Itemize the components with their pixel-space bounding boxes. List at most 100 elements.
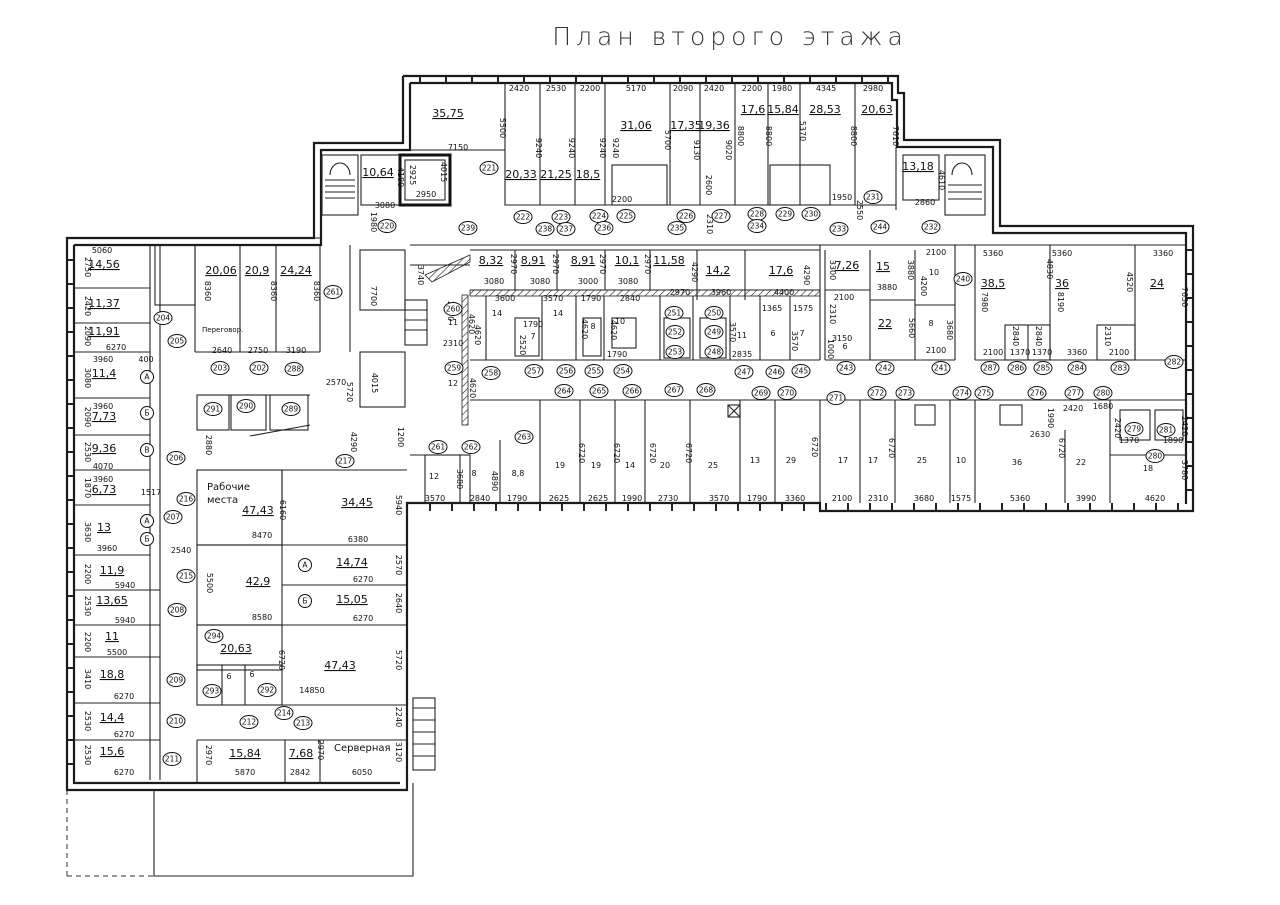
room-number-bubble: 228 bbox=[747, 207, 767, 221]
bubble-outline bbox=[281, 402, 301, 416]
bubble-outline bbox=[162, 752, 182, 766]
dimension-label: 3080 bbox=[530, 277, 550, 286]
dimension-label: 2200 bbox=[580, 84, 600, 93]
vertical-dimension-label: 4015 bbox=[370, 373, 379, 393]
dimension-label: 2420 bbox=[704, 84, 724, 93]
vertical-dimension-label: 2970 bbox=[643, 254, 652, 274]
dimension-label: 3960 bbox=[711, 288, 731, 297]
dimension-label: 2100 bbox=[832, 494, 852, 503]
bubble-outline bbox=[513, 210, 533, 224]
dimension-label: 3570 bbox=[709, 494, 729, 503]
room-number-bubble: 223 bbox=[551, 210, 571, 224]
dimension-label: 1890 bbox=[1163, 436, 1183, 445]
room-area-label: 11,91 bbox=[88, 325, 120, 338]
dimension-label: 6380 bbox=[348, 535, 368, 544]
dimension-label: 5170 bbox=[626, 84, 646, 93]
svg-text:A: A bbox=[302, 561, 308, 570]
bubble-number: 280 bbox=[1148, 452, 1163, 461]
bubble-outline bbox=[1093, 386, 1113, 400]
window-marks bbox=[67, 76, 1193, 765]
vertical-dimension-label: 3410 bbox=[83, 669, 92, 689]
bubble-number: 293 bbox=[205, 687, 220, 696]
vertical-dimension-label: 5500 bbox=[498, 118, 507, 138]
dimension-label: 2640 bbox=[212, 346, 232, 355]
vertical-dimension-label: 2530 bbox=[83, 745, 92, 765]
bubble-outline bbox=[444, 361, 464, 375]
bubble-number: 217 bbox=[338, 457, 353, 466]
vertical-dimension-label: 3680 bbox=[455, 469, 464, 489]
vertical-dimension-label: 4620 bbox=[473, 325, 482, 345]
vertical-dimension-label: 2200 bbox=[83, 564, 92, 584]
room-area-label: 22 bbox=[878, 317, 892, 330]
vertical-dimension-label: 9020 bbox=[724, 140, 733, 160]
dimension-label: 2100 bbox=[834, 293, 854, 302]
bubble-outline bbox=[974, 386, 994, 400]
vertical-dimension-label: 3680 bbox=[945, 320, 954, 340]
bubble-outline bbox=[204, 629, 224, 643]
room-size-label: 25 bbox=[917, 456, 927, 465]
room-area-label: 17,6 bbox=[741, 103, 766, 116]
room-area-label: 10,1 bbox=[615, 254, 640, 267]
section-letter-marker: A bbox=[140, 514, 154, 528]
room-size-label: 8,8 bbox=[512, 469, 525, 478]
section-letter-marker: A bbox=[140, 370, 154, 384]
bubble-outline bbox=[524, 364, 544, 378]
room-number-bubble: 257 bbox=[524, 364, 544, 378]
room-area-label: 20,63 bbox=[220, 642, 252, 655]
dimension-label: 2100 bbox=[983, 348, 1003, 357]
bubble-number: 225 bbox=[619, 212, 634, 221]
room-number-bubble: 229 bbox=[775, 207, 795, 221]
vertical-dimension-label: 4290 bbox=[349, 432, 358, 452]
vertical-dimension-label: 2310 bbox=[705, 214, 714, 234]
vertical-dimension-label: 6160 bbox=[278, 500, 287, 520]
room-number-bubble: 248 bbox=[704, 345, 724, 359]
dimension-label: 2200 bbox=[612, 195, 632, 204]
room-area-label: 17,6 bbox=[769, 264, 794, 277]
vertical-dimension-label: 6720 bbox=[1057, 438, 1066, 458]
room-number-bubble: 272 bbox=[867, 386, 887, 400]
dimension-label: 1370 bbox=[1010, 348, 1030, 357]
bubble-outline bbox=[535, 222, 555, 236]
room-number-bubble: 246 bbox=[765, 365, 785, 379]
room-number-bubble: 286 bbox=[1007, 361, 1027, 375]
room-size-label: 10 bbox=[615, 317, 625, 326]
dimension-label: 400 bbox=[138, 355, 153, 364]
vertical-dimension-label: 9240 bbox=[534, 138, 543, 158]
vertical-dimension-label: 8800 bbox=[764, 126, 773, 146]
bubble-number: 246 bbox=[768, 368, 783, 377]
bubble-outline bbox=[1064, 386, 1084, 400]
dimension-label: 3000 bbox=[578, 277, 598, 286]
room-area-label: 11 bbox=[105, 630, 119, 643]
room-area-label: 6,73 bbox=[92, 483, 117, 496]
room-area-label: 11,4 bbox=[92, 367, 117, 380]
dimension-label: 2100 bbox=[1109, 348, 1129, 357]
dimension-label: 2630 bbox=[1030, 430, 1050, 439]
bubble-number: 294 bbox=[207, 632, 222, 641]
vertical-dimension-label: 2530 bbox=[83, 711, 92, 731]
room-size-label: 17 bbox=[868, 456, 878, 465]
room-number-bubble: 290 bbox=[236, 399, 256, 413]
bubble-number: 211 bbox=[165, 755, 180, 764]
vertical-dimension-label: 5370 bbox=[798, 121, 807, 141]
dimension-label: 3960 bbox=[93, 475, 113, 484]
room-number-bubble: 213 bbox=[293, 716, 313, 730]
dimension-label: 1790 bbox=[607, 350, 627, 359]
dimension-label: 3960 bbox=[93, 402, 113, 411]
server-room-label: Серверная bbox=[334, 743, 391, 754]
bubble-number: 261 bbox=[431, 443, 446, 452]
room-number-bubble: 222 bbox=[513, 210, 533, 224]
vertical-dimension-label: 5700 bbox=[663, 130, 672, 150]
room-number-bubble: 255 bbox=[584, 364, 604, 378]
bubble-number: 249 bbox=[707, 328, 722, 337]
room-number-bubble: 258 bbox=[481, 366, 501, 380]
room-area-label: 15,6 bbox=[100, 745, 125, 758]
section-letter-marker: В bbox=[140, 443, 154, 457]
dimension-label: 1365 bbox=[762, 304, 782, 313]
room-number-bubble: 277 bbox=[1064, 386, 1084, 400]
dimension-label: 1790 bbox=[507, 494, 527, 503]
room-area-label: 20,9 bbox=[245, 264, 270, 277]
